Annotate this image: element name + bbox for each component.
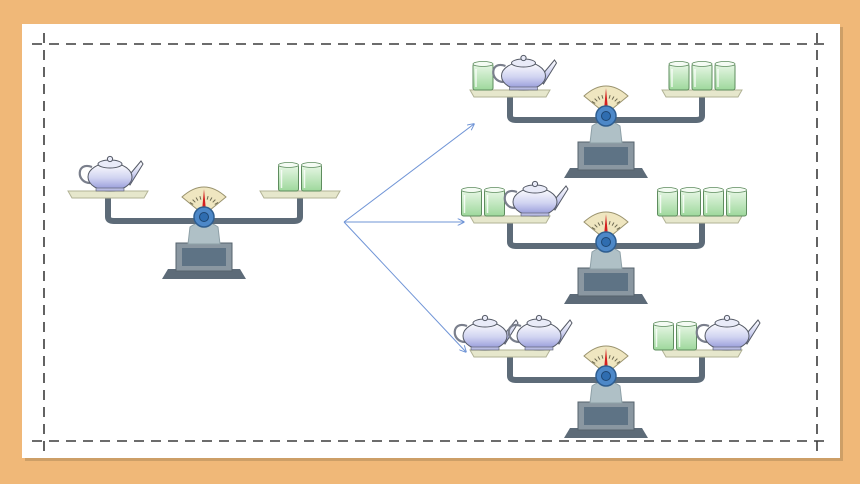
cup-icon: [278, 162, 299, 192]
arrow-to-top-scale: [343, 124, 474, 223]
scale-dial: [583, 85, 629, 115]
teapot-icon: [507, 314, 573, 351]
scale-needle: [202, 189, 206, 211]
right-pan: [657, 187, 747, 224]
scale-base: [564, 380, 648, 438]
cup-icon: [657, 187, 678, 217]
cup-icon: [703, 187, 724, 217]
teapot-icon: [78, 155, 144, 192]
scale-dial: [583, 345, 629, 375]
right-pan: [653, 314, 761, 358]
dashed-border: [32, 33, 826, 452]
cup-icon: [680, 187, 701, 217]
balance-scale-main: [67, 155, 341, 279]
scale-dial: [583, 211, 629, 241]
cup-icon: [301, 162, 322, 192]
teapot-icon: [492, 54, 558, 91]
teapot-icon: [695, 314, 761, 351]
scales: [67, 54, 761, 438]
cup-icon: [668, 61, 690, 91]
cup-icon: [484, 187, 505, 217]
balance-scale-bottom: [453, 314, 761, 438]
cup-icon: [714, 61, 736, 91]
arrow-to-bottom-scale: [343, 221, 466, 352]
balance-scale-middle: [461, 180, 747, 304]
scale-needle: [604, 348, 608, 370]
left-pan: [67, 155, 149, 199]
scale-base: [564, 120, 648, 178]
scale-base: [564, 246, 648, 304]
cup-icon: [726, 187, 747, 217]
balance-scale-top: [469, 54, 743, 178]
cup-icon: [691, 61, 713, 91]
teapot-icon: [503, 180, 569, 217]
right-pan: [661, 61, 743, 98]
cup-icon: [653, 321, 674, 351]
scale-needle: [604, 214, 608, 236]
scale-needle: [604, 88, 608, 110]
left-pan: [461, 180, 569, 224]
right-pan: [259, 162, 341, 199]
cup-icon: [461, 187, 482, 217]
arrows: [343, 124, 474, 352]
cup-icon: [676, 321, 697, 351]
left-pan: [469, 54, 558, 98]
cup-icon: [472, 61, 494, 91]
left-pan: [453, 314, 573, 358]
scale-dial: [181, 186, 227, 216]
